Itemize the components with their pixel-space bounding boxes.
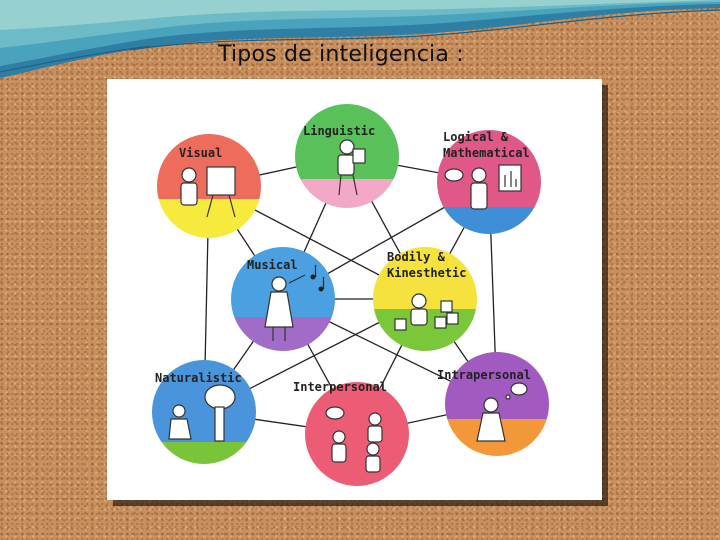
diagram-canvas: Linguistic Logical & Mathematical: [152, 104, 549, 486]
node-label-linguistic: Linguistic: [303, 124, 375, 138]
node-label-logical-line1: Logical &: [443, 130, 509, 144]
thinking-person-icon: [476, 382, 528, 442]
node-label-interpersonal: Interpersonal: [293, 380, 387, 394]
header-wave-decoration: [0, 0, 720, 78]
node-visual: Visual: [157, 134, 261, 238]
reading-person-icon: [337, 139, 366, 196]
node-interpersonal: Interpersonal: [293, 380, 409, 486]
node-naturalistic: Naturalistic: [152, 360, 256, 464]
slide-title: Tipos de inteligencia :: [218, 42, 464, 67]
violinist-icon: [264, 274, 306, 341]
intelligences-diagram: Linguistic Logical & Mathematical: [107, 79, 602, 500]
node-label-intrapersonal: Intrapersonal: [437, 368, 531, 382]
painter-icon: [180, 166, 236, 218]
music-notes-icon: [310, 265, 325, 292]
building-blocks-icon: [394, 293, 459, 331]
node-label-musical: Musical: [247, 258, 298, 272]
conversation-icon: [325, 406, 383, 473]
node-logical-mathematical: Logical & Mathematical: [437, 130, 541, 234]
node-label-logical-line2: Mathematical: [443, 146, 530, 160]
node-label-bodily-line1: Bodily &: [387, 250, 446, 264]
node-musical: Musical: [231, 247, 335, 351]
node-linguistic: Linguistic: [295, 104, 399, 208]
node-intrapersonal: Intrapersonal: [437, 352, 549, 456]
node-label-bodily-line2: Kinesthetic: [387, 266, 466, 280]
scientist-icon: [444, 164, 522, 210]
tree-icon: [168, 384, 236, 442]
node-bodily-kinesthetic: Bodily & Kinesthetic: [373, 247, 477, 351]
node-label-naturalistic: Naturalistic: [155, 371, 242, 385]
node-label-visual: Visual: [179, 146, 222, 160]
